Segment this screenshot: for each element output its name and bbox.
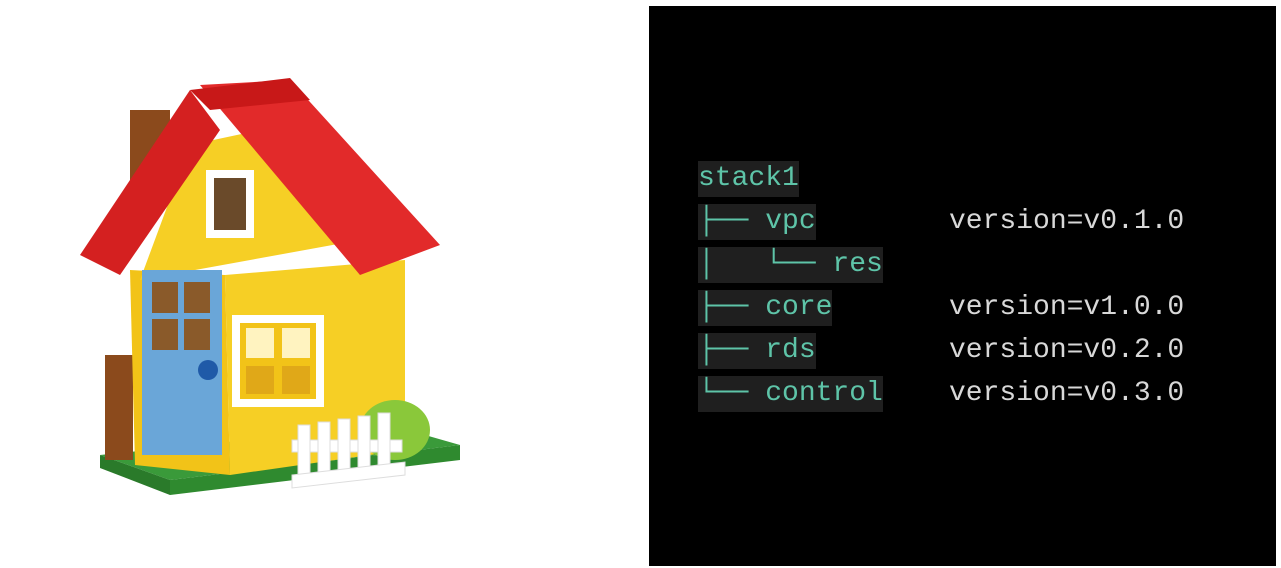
left-post xyxy=(105,355,133,460)
version-label: version=v0.3.0 xyxy=(949,378,1185,409)
tree-row: ├── core version=v1.0.0 xyxy=(698,290,1184,333)
tree-row: │ └── res xyxy=(698,247,883,290)
roof-right xyxy=(200,80,440,275)
base-plate-side xyxy=(100,455,170,495)
version-label: version=v0.1.0 xyxy=(949,206,1185,237)
tree-output: stack1 ├── vpc version=v0.1.0 │ └── res ├… xyxy=(698,161,1184,419)
tree-row: ├── rds version=v0.2.0 xyxy=(698,333,1184,376)
version-label: version=v1.0.0 xyxy=(949,292,1185,323)
tree-label: ├── vpc xyxy=(698,204,816,240)
tree-row: stack1 xyxy=(698,161,883,204)
tree-row: ├── vpc version=v0.1.0 xyxy=(698,204,1184,247)
tree-label: └── control xyxy=(698,376,883,412)
lego-house-image xyxy=(80,78,460,495)
top-window-glass xyxy=(214,178,246,230)
tree-label: ├── core xyxy=(698,290,833,326)
roof-ridge xyxy=(190,78,310,110)
door-knob xyxy=(198,360,218,380)
version-label: version=v0.2.0 xyxy=(949,335,1185,366)
tree-label: │ └── res xyxy=(698,247,883,283)
tree-row: └── control version=v0.3.0 xyxy=(698,376,1184,419)
fence xyxy=(291,412,406,489)
tree-label: ├── rds xyxy=(698,333,816,369)
terminal-panel: stack1 ├── vpc version=v0.1.0 │ └── res ├… xyxy=(649,6,1276,566)
roof-left xyxy=(80,90,220,275)
tree-label: stack1 xyxy=(698,161,799,197)
